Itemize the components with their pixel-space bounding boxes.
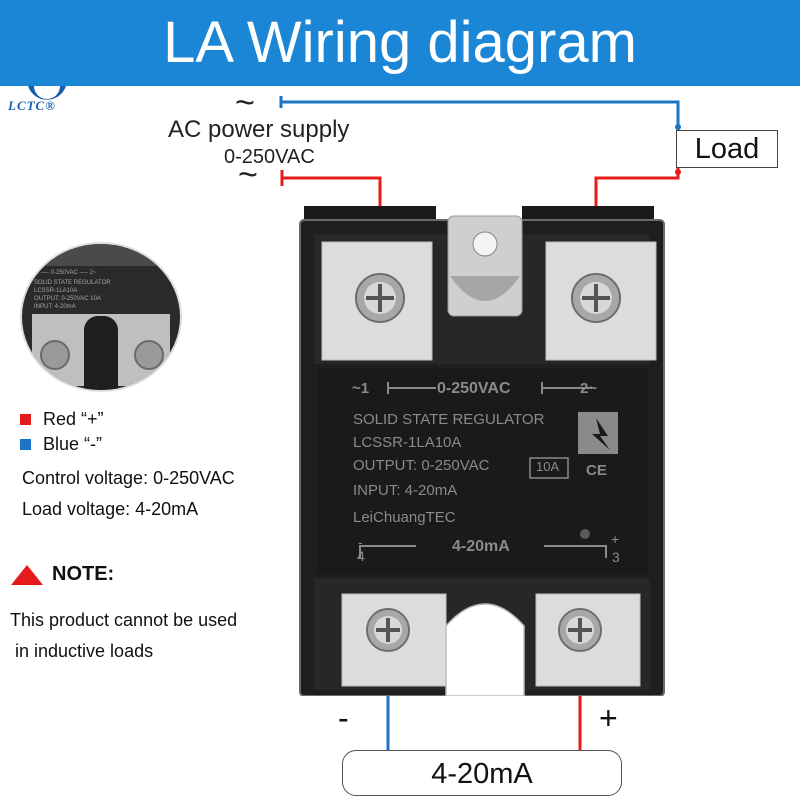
legend-blue: Blue “-” [20,434,102,455]
title-banner [0,0,800,86]
relay-output-right: 2~ [580,380,598,397]
relay-closeup-photo: ~1 ── 0-250VAC ── 2~ SOLID STATE REGULAT… [20,242,182,392]
relay-brand: LeiChuangTEC [353,509,456,526]
inset-line-2: SOLID STATE REGULATOR [34,280,111,286]
relay-output-spec: OUTPUT: 0-250VAC [353,457,490,474]
ac-power-supply-label: AC power supply [168,116,350,143]
note-title: NOTE: [52,563,115,585]
relay-input-plus-sign: + [611,531,620,547]
relay-input-spec: INPUT: 4-20mA [353,482,458,499]
load-voltage-text: Load voltage: 4-20mA [22,499,199,519]
legend-red-label: Red “+” [43,409,104,429]
brand-logo-text: LCTC® [8,98,56,113]
warning-triangle-icon [11,564,43,585]
solid-state-relay [299,206,665,696]
ac-tilde-bottom: ~ [238,156,258,194]
relay-model: LCSSR-1LA10A [353,434,462,451]
legend-red: Red “+” [20,409,104,430]
note-line-1: This product cannot be used [10,610,238,630]
brand-logo-icon [28,86,66,100]
relay-line-1: SOLID STATE REGULATOR [353,411,545,428]
inset-line-3: LCSSR-1LA10A [34,288,78,294]
note-line-2: in inductive loads [10,641,154,661]
red-square-icon [20,414,31,425]
relay-input-minus-sign: - [358,534,363,550]
blue-square-icon [20,439,31,450]
terminal-minus: - [338,700,349,736]
ce-mark: CE [586,462,607,479]
relay-input-range: 4-20mA [452,538,510,555]
page-title: LA Wiring diagram [163,10,637,75]
ac-tilde-top: ~ [235,84,255,122]
relay-input-terminal-3: 3 [612,549,620,565]
relay-output-range: 0-250VAC [437,380,511,397]
relay-rating: 10A [536,459,560,474]
control-voltage-text: Control voltage: 0-250VAC [22,468,235,488]
relay-output-left: ~1 [352,380,370,397]
terminal-plus: + [599,700,618,736]
inset-line-1: ~1 ── 0-250VAC ── 2~ [32,270,97,276]
load-box: Load [676,130,778,168]
input-signal-box: 4-20mA [342,750,622,796]
inset-line-5: INPUT: 4-20mA [34,304,76,310]
inset-line-4: OUTPUT: 0-250VAC 10A [34,296,101,302]
ac-voltage-range: 0-250VAC [224,146,315,168]
legend-blue-label: Blue “-” [43,434,103,454]
note-heading: NOTE: [10,563,114,586]
relay-input-terminal-4: 4 [357,548,365,564]
